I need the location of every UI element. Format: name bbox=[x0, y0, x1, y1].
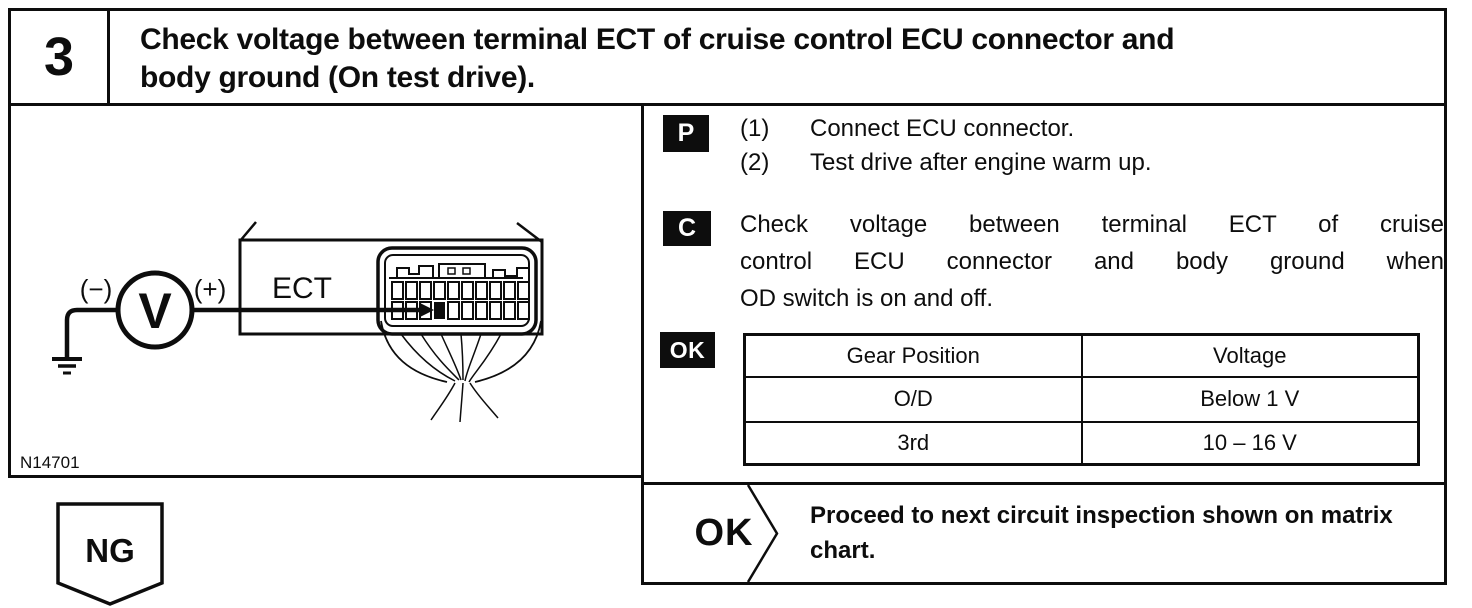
spec-table-header-gear: Gear Position bbox=[743, 333, 1083, 378]
prepare-item: (2) Test drive after engine warm up. bbox=[740, 146, 1400, 180]
prepare-item-text: Connect ECU connector. bbox=[810, 115, 1075, 142]
spec-table-header-voltage: Voltage bbox=[1080, 333, 1420, 378]
connector-wires bbox=[400, 333, 502, 423]
check-line: OD switch is on and off. bbox=[740, 285, 994, 312]
step-title: Check voltage between terminal ECT of cr… bbox=[110, 11, 1175, 103]
voltmeter-icon: V bbox=[115, 270, 195, 350]
connector-pins bbox=[391, 281, 530, 320]
spec-table-row: 3rd 10 – 16 V bbox=[743, 420, 1420, 466]
step-title-line-1: Check voltage between terminal ECT of cr… bbox=[140, 23, 1175, 56]
gear-cell: O/D bbox=[743, 375, 1083, 423]
voltage-cell: Below 1 V bbox=[1080, 375, 1420, 423]
step-number-cell: 3 bbox=[11, 11, 110, 103]
chevron-right-icon bbox=[746, 485, 779, 582]
ok-result-box: OK Proceed to next circuit inspection sh… bbox=[641, 482, 1447, 585]
figure-code: N14701 bbox=[20, 453, 80, 472]
voltmeter-label: V bbox=[138, 283, 172, 339]
prepare-item: (1) Connect ECU connector. bbox=[740, 112, 1400, 146]
ecu-connector-icon bbox=[376, 246, 542, 423]
prepare-item-text: Test drive after engine warm up. bbox=[810, 149, 1152, 176]
spec-table-header-row: Gear Position Voltage bbox=[743, 333, 1420, 378]
circuit-diagram: V (−) (+) ECT bbox=[20, 221, 544, 472]
prepare-list: (1) Connect ECU connector. (2) Test driv… bbox=[740, 112, 1400, 180]
gear-cell: 3rd bbox=[743, 420, 1083, 466]
spec-table-row: O/D Below 1 V bbox=[743, 375, 1420, 423]
ecu-terminal-label: ECT bbox=[272, 272, 332, 305]
minus-terminal-label: (−) bbox=[80, 274, 113, 304]
probe-wire bbox=[192, 303, 434, 317]
check-line: control ECU connector and body ground wh… bbox=[740, 248, 1444, 275]
check-instruction: Check voltage between terminal ECT of cr… bbox=[740, 206, 1444, 317]
ok-result-text: Proceed to next circuit inspection shown… bbox=[810, 502, 1393, 564]
ng-flag: NG bbox=[56, 502, 164, 606]
prepare-badge: P bbox=[663, 115, 709, 152]
voltage-cell: 10 – 16 V bbox=[1080, 420, 1420, 466]
spec-table: Gear Position Voltage O/D Below 1 V 3rd … bbox=[743, 333, 1420, 466]
ok-result-label: OK bbox=[694, 512, 754, 554]
ect-pin-highlight bbox=[434, 302, 445, 319]
ground-icon bbox=[52, 307, 121, 375]
prepare-item-number: (2) bbox=[740, 149, 770, 176]
check-line: Check voltage between terminal ECT of cr… bbox=[740, 211, 1444, 238]
ok-spec-badge: OK bbox=[660, 332, 715, 368]
ng-label: NG bbox=[85, 532, 135, 569]
prepare-item-number: (1) bbox=[740, 115, 770, 142]
plus-terminal-label: (+) bbox=[194, 274, 227, 304]
step-header: 3 Check voltage between terminal ECT of … bbox=[8, 8, 1447, 106]
step-number: 3 bbox=[43, 27, 75, 87]
check-badge: C bbox=[663, 211, 711, 246]
step-title-line-2: body ground (On test drive). bbox=[140, 61, 535, 94]
figure-panel: V (−) (+) ECT bbox=[8, 103, 644, 478]
instruction-panel: P (1) Connect ECU connector. (2) Test dr… bbox=[641, 106, 1447, 482]
